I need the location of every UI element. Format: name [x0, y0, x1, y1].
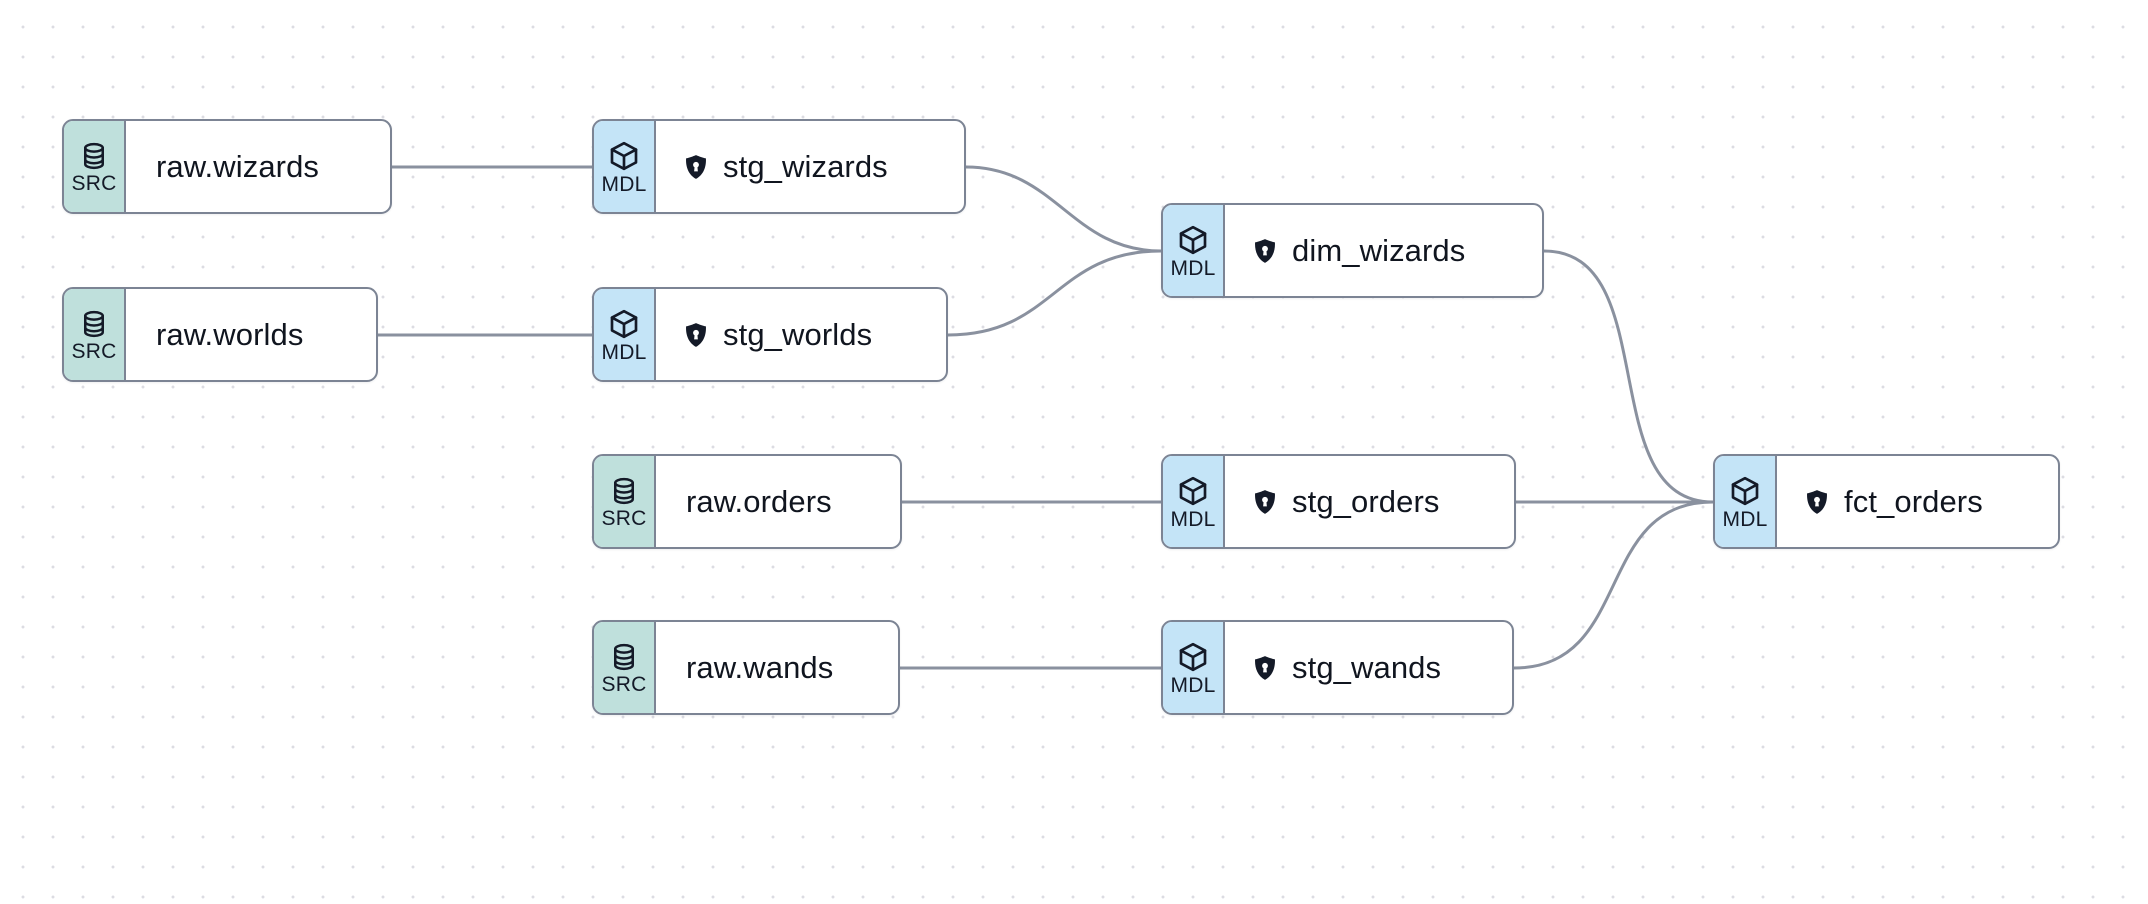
lineage-node-stg_worlds[interactable]: MDL stg_worlds [592, 287, 948, 382]
node-label: raw.worlds [156, 316, 304, 352]
lineage-node-raw_orders[interactable]: SRC raw.orders [592, 454, 902, 549]
node-type-badge: SRC [64, 289, 126, 380]
node-label: raw.wizards [156, 148, 320, 184]
node-body: raw.wizards [126, 121, 390, 212]
node-body: raw.worlds [126, 289, 376, 380]
node-label: raw.wands [686, 649, 834, 685]
lineage-node-raw_wands[interactable]: SRC raw.wands [592, 620, 900, 715]
database-icon [609, 642, 639, 672]
lineage-node-stg_orders[interactable]: MDL stg_orders [1161, 454, 1516, 549]
node-body: stg_orders [1225, 456, 1514, 547]
node-label: stg_wands [1292, 649, 1442, 685]
node-type-badge: MDL [594, 289, 656, 380]
lineage-node-dim_wizards[interactable]: MDL dim_wizards [1161, 203, 1544, 298]
lineage-edge[interactable] [964, 165, 1163, 253]
lineage-node-stg_wizards[interactable]: MDL stg_wizards [592, 119, 966, 214]
database-icon [79, 309, 109, 339]
lineage-edge[interactable] [1542, 249, 1715, 504]
shield-lock-icon [1251, 654, 1279, 682]
shield-lock-icon [1251, 488, 1279, 516]
cube-icon [608, 140, 640, 172]
cube-icon [608, 308, 640, 340]
cube-icon [1177, 224, 1209, 256]
node-type-label: MDL [1170, 674, 1216, 697]
node-type-badge: SRC [594, 622, 656, 713]
node-type-label: MDL [601, 173, 647, 196]
node-body: fct_orders [1777, 456, 2058, 547]
node-type-badge: MDL [594, 121, 656, 212]
cube-icon [1177, 641, 1209, 673]
node-type-label: MDL [1170, 257, 1216, 280]
node-type-label: MDL [1722, 508, 1768, 531]
lineage-edge[interactable] [1512, 500, 1715, 670]
lineage-node-fct_orders[interactable]: MDL fct_orders [1713, 454, 2060, 549]
node-type-badge: SRC [594, 456, 656, 547]
shield-lock-icon [1251, 237, 1279, 265]
database-icon [79, 141, 109, 171]
node-label: fct_orders [1844, 483, 1983, 519]
node-type-badge: SRC [64, 121, 126, 212]
lineage-node-raw_worlds[interactable]: SRC raw.worlds [62, 287, 378, 382]
node-type-label: MDL [601, 341, 647, 364]
shield-lock-icon [682, 153, 710, 181]
node-body: dim_wizards [1225, 205, 1542, 296]
node-type-label: SRC [601, 507, 647, 530]
lineage-edge[interactable] [946, 249, 1163, 337]
node-label: stg_orders [1292, 483, 1440, 519]
lineage-node-stg_wands[interactable]: MDL stg_wands [1161, 620, 1514, 715]
node-body: stg_worlds [656, 289, 946, 380]
node-type-badge: MDL [1163, 622, 1225, 713]
cube-icon [1177, 475, 1209, 507]
node-label: dim_wizards [1292, 232, 1466, 268]
node-body: raw.wands [656, 622, 898, 713]
node-label: stg_wizards [723, 148, 888, 184]
node-label: raw.orders [686, 483, 832, 519]
node-body: raw.orders [656, 456, 900, 547]
node-type-label: SRC [71, 172, 117, 195]
node-body: stg_wands [1225, 622, 1512, 713]
database-icon [609, 476, 639, 506]
node-type-label: MDL [1170, 508, 1216, 531]
node-type-label: SRC [71, 340, 117, 363]
node-type-label: SRC [601, 673, 647, 696]
node-label: stg_worlds [723, 316, 873, 352]
node-type-badge: MDL [1163, 456, 1225, 547]
shield-lock-icon [682, 321, 710, 349]
node-type-badge: MDL [1715, 456, 1777, 547]
node-body: stg_wizards [656, 121, 964, 212]
shield-lock-icon [1803, 488, 1831, 516]
lineage-node-raw_wizards[interactable]: SRC raw.wizards [62, 119, 392, 214]
node-type-badge: MDL [1163, 205, 1225, 296]
cube-icon [1729, 475, 1761, 507]
